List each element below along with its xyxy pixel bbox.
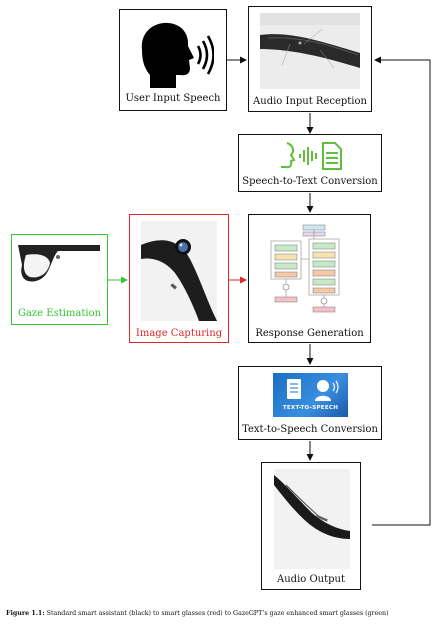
audio-input-reception-box: Audio Input Reception bbox=[248, 6, 372, 112]
user-input-speech-box: User Input Speech bbox=[119, 9, 227, 111]
figure-caption: Figure 1.1: Standard smart assistant (bl… bbox=[6, 610, 442, 617]
response-generation-box: Response Generation bbox=[248, 214, 371, 343]
text-to-speech-box: TEXT-TO-SPEECH Text-to-Speech Conversion bbox=[238, 366, 382, 440]
document-speaker-icon bbox=[287, 379, 339, 401]
image-capturing-label: Image Capturing bbox=[135, 328, 223, 339]
smart-glasses-speaker-image bbox=[274, 469, 350, 569]
speech-to-text-box: Speech-to-Text Conversion bbox=[238, 134, 382, 192]
figure-caption-text: Standard smart assistant (black) to smar… bbox=[44, 610, 389, 617]
speech-to-text-label: Speech-to-Text Conversion bbox=[242, 176, 378, 187]
gaze-estimation-box: Gaze Estimation bbox=[11, 234, 108, 325]
speaking-head-icon bbox=[141, 22, 214, 88]
smart-glasses-closeup-image bbox=[260, 13, 360, 89]
glasses-camera-image bbox=[141, 221, 217, 321]
text-to-speech-label: Text-to-Speech Conversion bbox=[242, 424, 378, 435]
figure-caption-label: Figure 1.1: bbox=[6, 610, 45, 617]
text-to-speech-banner-image: TEXT-TO-SPEECH bbox=[273, 373, 348, 417]
gaze-tracking-glasses-image bbox=[18, 245, 100, 282]
transformer-architecture-diagram-image bbox=[263, 219, 358, 321]
image-capturing-box: Image Capturing bbox=[129, 214, 229, 343]
speech-to-text-icon bbox=[281, 142, 342, 170]
gaze-estimation-label: Gaze Estimation bbox=[17, 308, 102, 319]
audio-output-box: Audio Output bbox=[261, 462, 361, 590]
arrow-output-feedback-loop bbox=[372, 56, 431, 526]
tts-banner-text: TEXT-TO-SPEECH bbox=[282, 405, 339, 411]
audio-input-reception-label: Audio Input Reception bbox=[253, 96, 367, 107]
response-generation-label: Response Generation bbox=[255, 328, 364, 339]
user-input-speech-label: User Input Speech bbox=[125, 93, 221, 104]
audio-output-label: Audio Output bbox=[277, 574, 345, 585]
